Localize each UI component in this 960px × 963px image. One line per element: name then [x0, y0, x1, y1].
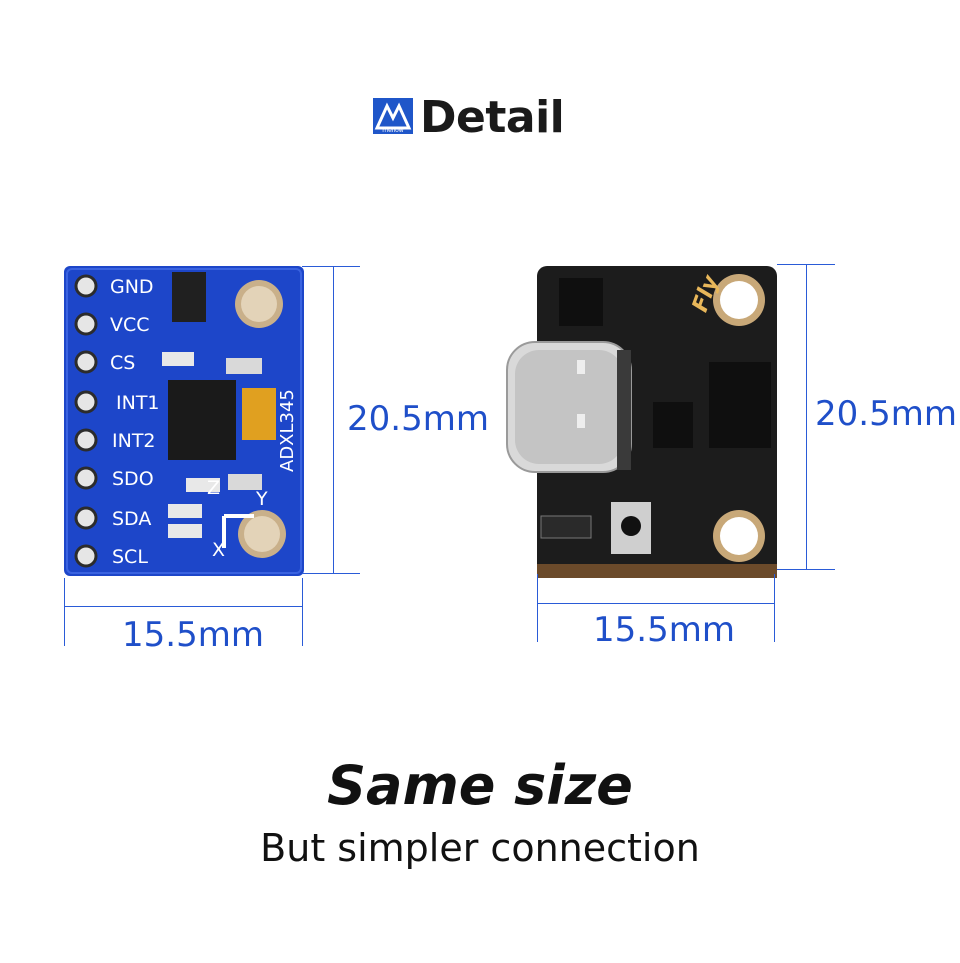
pin-label-sda: SDA [112, 508, 152, 530]
caption-sub: But simpler connection [260, 826, 700, 870]
pin-label-cs: CS [110, 352, 136, 374]
axis-label-x: X [212, 539, 226, 561]
left-dim-width-line [64, 606, 302, 607]
left-dim-height-line [333, 266, 334, 573]
chip-label: ADXL345 [277, 389, 298, 472]
mellow-logo-icon: mellow [373, 98, 413, 134]
left-dim-left-tick [64, 578, 65, 646]
pin-label-gnd: GND [110, 276, 154, 298]
left-dim-right-tick [302, 578, 303, 646]
left-width-label: 15.5mm [122, 615, 264, 655]
right-dim-width-line [537, 603, 774, 604]
right-dim-left-tick [537, 574, 538, 642]
right-dim-right-tick [774, 574, 775, 642]
page-title: Detail [420, 92, 565, 143]
left-height-label: 20.5mm [347, 399, 489, 439]
logo-text: mellow [382, 127, 404, 134]
right-height-label: 20.5mm [815, 394, 957, 434]
pin-label-sdo: SDO [112, 468, 154, 490]
adxl345-board-image [64, 266, 304, 576]
pin-label-vcc: VCC [110, 314, 150, 336]
right-dim-height-line [806, 264, 807, 569]
caption-main: Same size [327, 754, 633, 817]
pin-label-scl: SCL [112, 546, 148, 568]
left-dim-bottom-tick [302, 573, 360, 574]
pin-label-int2: INT2 [112, 430, 156, 452]
right-width-label: 15.5mm [593, 610, 735, 650]
axis-label-z: Z [207, 477, 221, 499]
right-dim-bottom-tick [777, 569, 835, 570]
left-dim-top-tick [302, 266, 360, 267]
axis-label-y: Y [256, 488, 268, 510]
fly-board-image [506, 266, 777, 578]
pin-label-int1: INT1 [116, 392, 160, 414]
